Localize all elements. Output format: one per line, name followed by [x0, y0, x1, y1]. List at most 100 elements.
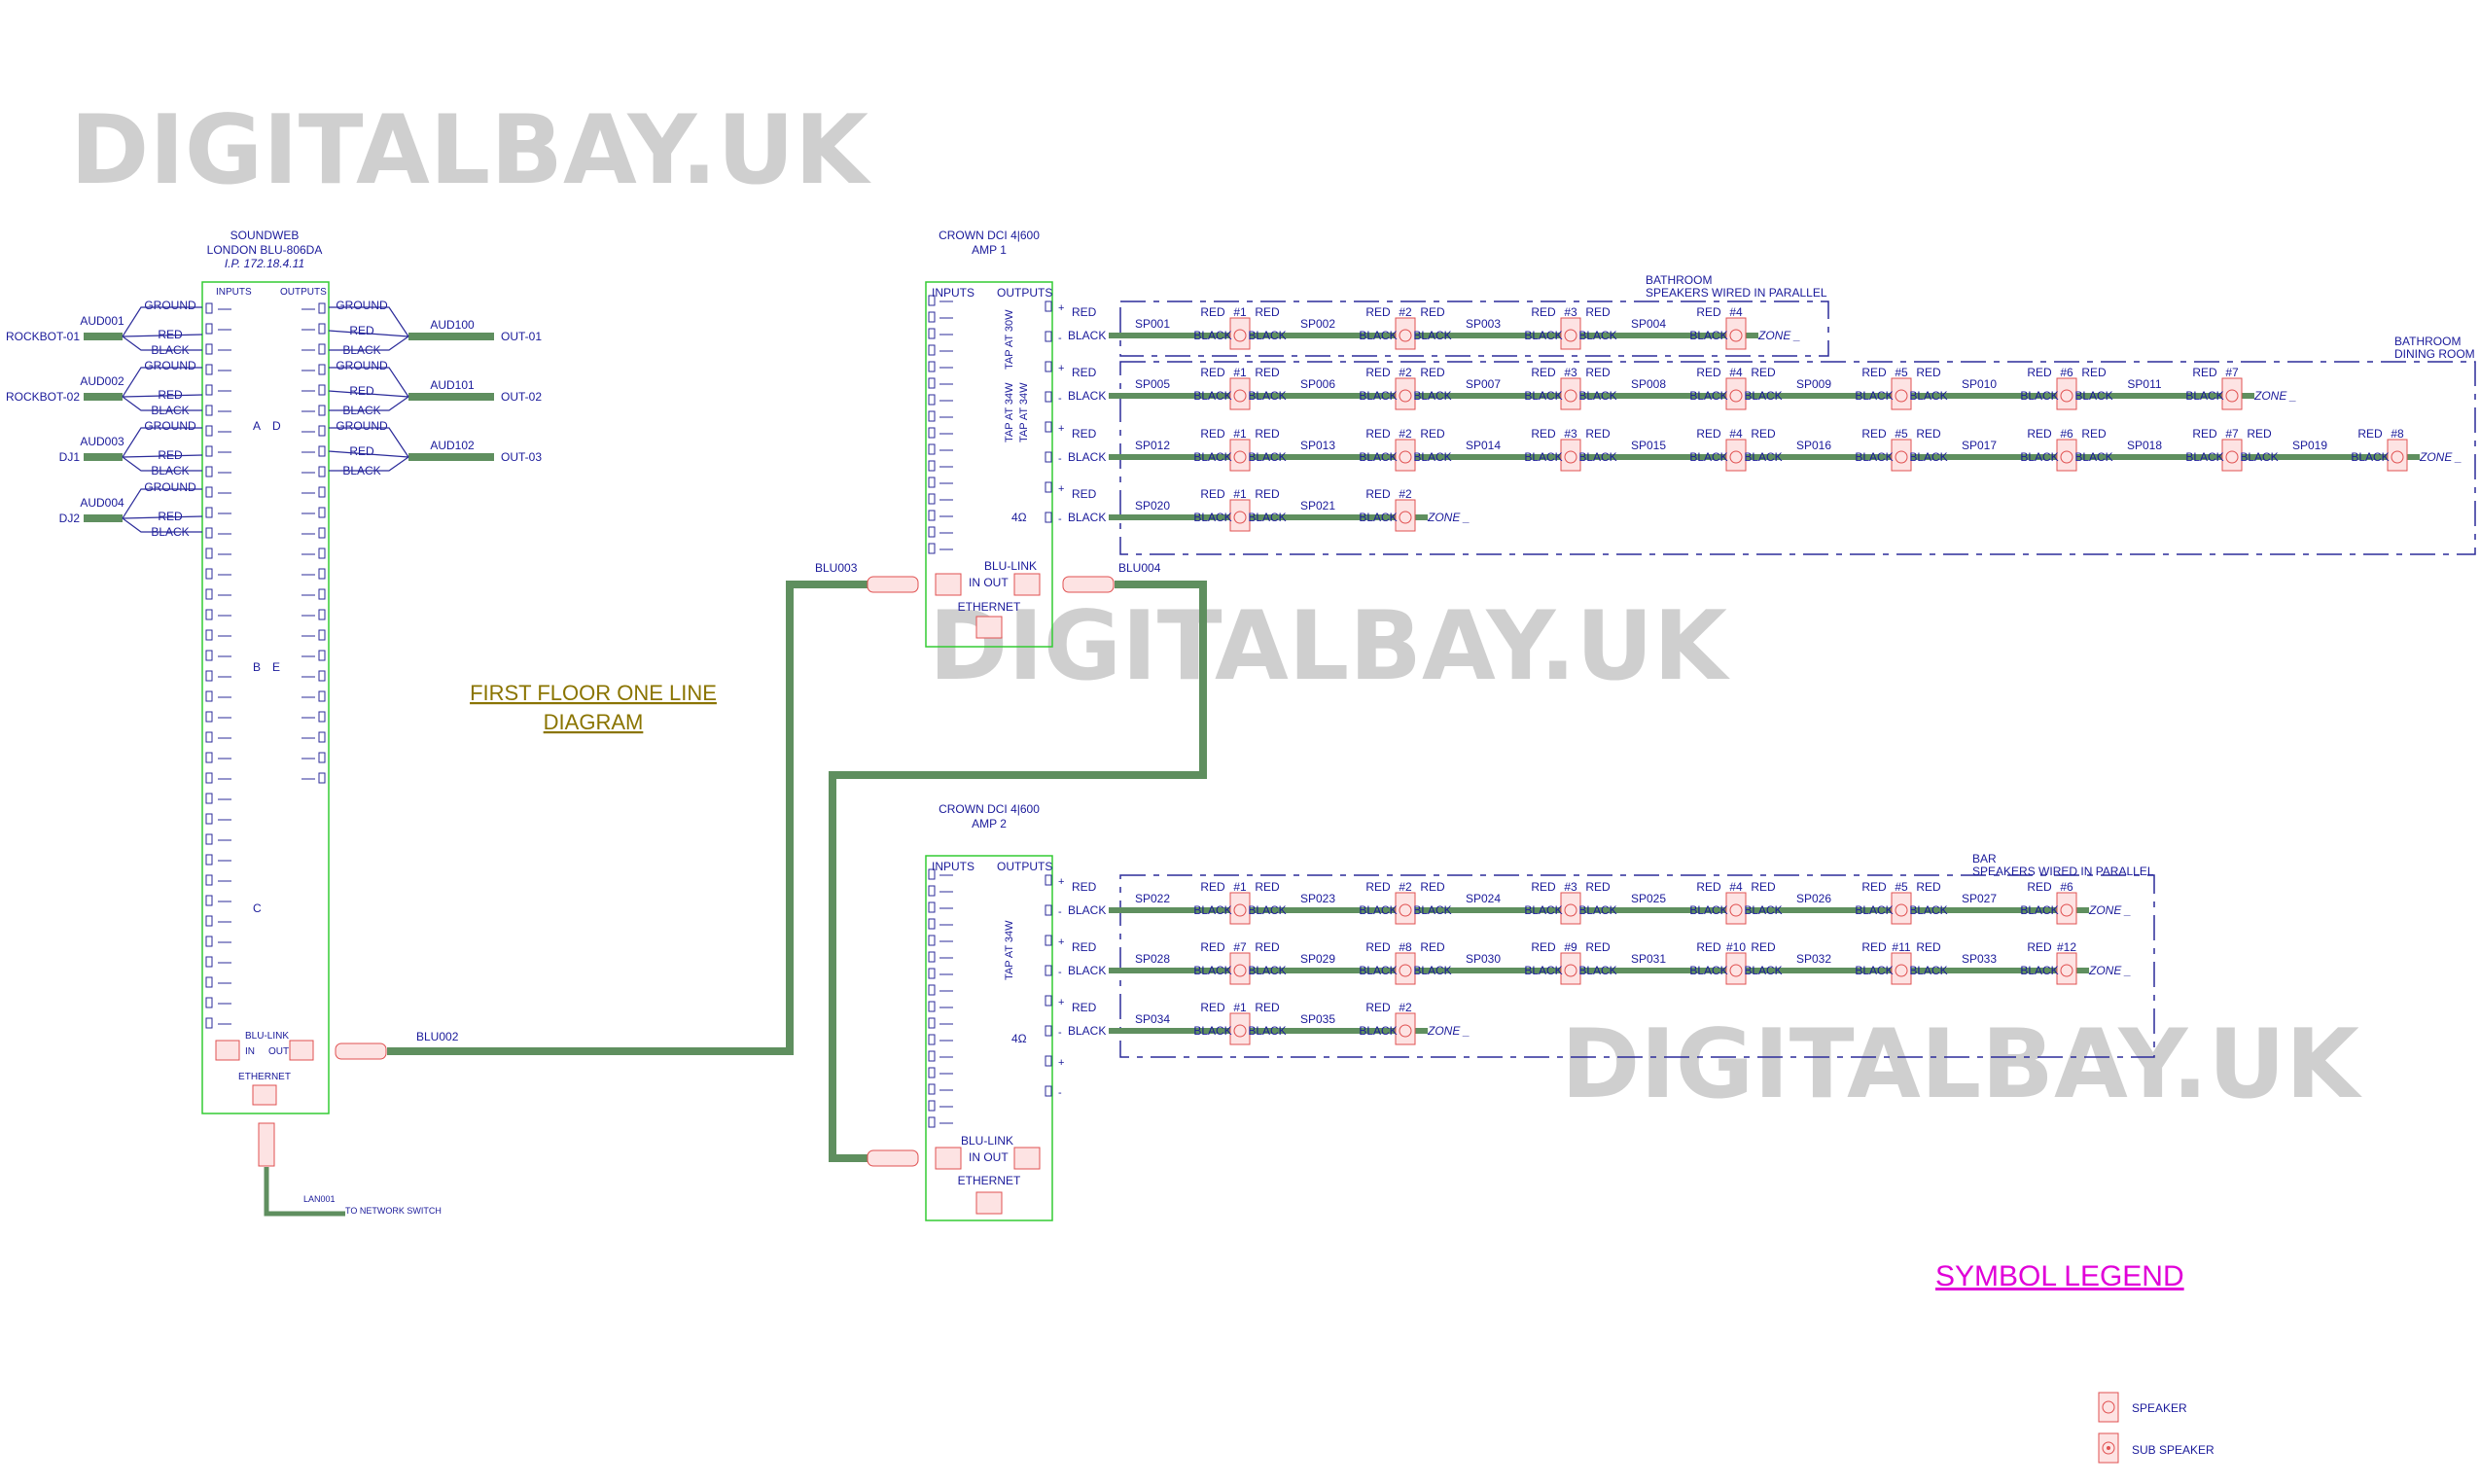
- amp-output-terminal[interactable]: [1045, 965, 1052, 976]
- dsp-input-terminal[interactable]: [205, 425, 213, 437]
- amp-input-terminal[interactable]: [928, 526, 936, 538]
- dsp-input-terminal[interactable]: [205, 302, 213, 314]
- dsp-input-terminal[interactable]: [205, 711, 213, 723]
- amp-output-terminal[interactable]: [1045, 1055, 1052, 1067]
- dsp-input-terminal[interactable]: [205, 752, 213, 763]
- dsp-input-terminal[interactable]: [205, 1017, 213, 1029]
- amp-input-terminal[interactable]: [928, 510, 936, 521]
- amp-output-terminal[interactable]: [1045, 361, 1052, 372]
- dsp-output-terminal[interactable]: [318, 548, 326, 559]
- amp-input-terminal[interactable]: [928, 493, 936, 505]
- dsp-input-terminal[interactable]: [205, 527, 213, 539]
- dsp-input-terminal[interactable]: [205, 364, 213, 375]
- amp2-blulink-in-port[interactable]: [935, 1147, 962, 1170]
- amp-input-terminal[interactable]: [928, 477, 936, 488]
- amp-output-terminal[interactable]: [1045, 421, 1052, 433]
- dsp-input-terminal[interactable]: [205, 650, 213, 661]
- dsp-input-terminal[interactable]: [205, 772, 213, 784]
- dsp-input-terminal[interactable]: [205, 384, 213, 396]
- dsp-output-terminal[interactable]: [318, 568, 326, 580]
- dsp-input-terminal[interactable]: [205, 670, 213, 682]
- dsp-output-terminal[interactable]: [318, 752, 326, 763]
- dsp-output-terminal[interactable]: [318, 302, 326, 314]
- amp1-blulink-out-port[interactable]: [1013, 573, 1041, 596]
- dsp-output-terminal[interactable]: [318, 772, 326, 784]
- amp-input-terminal[interactable]: [928, 885, 936, 897]
- amp-output-terminal[interactable]: [1045, 1085, 1052, 1097]
- dsp-input-terminal[interactable]: [205, 833, 213, 845]
- amp-input-terminal[interactable]: [928, 361, 936, 372]
- dsp-blulink-out-port[interactable]: [289, 1040, 314, 1061]
- amp-input-terminal[interactable]: [928, 394, 936, 406]
- amp-input-terminal[interactable]: [928, 918, 936, 930]
- amp-input-terminal[interactable]: [928, 410, 936, 422]
- amp-input-terminal[interactable]: [928, 1083, 936, 1095]
- amp-output-terminal[interactable]: [1045, 391, 1052, 403]
- dsp-output-terminal[interactable]: [318, 405, 326, 416]
- amp-output-terminal[interactable]: [1045, 481, 1052, 493]
- amp-input-terminal[interactable]: [928, 1116, 936, 1128]
- amp-input-terminal[interactable]: [928, 1017, 936, 1029]
- amp-output-terminal[interactable]: [1045, 1025, 1052, 1037]
- dsp-output-terminal[interactable]: [318, 609, 326, 620]
- amp-input-terminal[interactable]: [928, 443, 936, 455]
- dsp-output-terminal[interactable]: [318, 670, 326, 682]
- amp-output-terminal[interactable]: [1045, 874, 1052, 886]
- dsp-output-terminal[interactable]: [318, 507, 326, 518]
- amp-input-terminal[interactable]: [928, 951, 936, 963]
- amp-input-terminal[interactable]: [928, 460, 936, 472]
- amp-input-terminal[interactable]: [928, 377, 936, 389]
- dsp-input-terminal[interactable]: [205, 690, 213, 702]
- amp-output-terminal[interactable]: [1045, 935, 1052, 946]
- amp-output-terminal[interactable]: [1045, 331, 1052, 342]
- dsp-input-terminal[interactable]: [205, 609, 213, 620]
- amp-input-terminal[interactable]: [928, 344, 936, 356]
- dsp-output-terminal[interactable]: [318, 445, 326, 457]
- dsp-input-terminal[interactable]: [205, 445, 213, 457]
- amp-input-terminal[interactable]: [928, 1100, 936, 1112]
- dsp-output-terminal[interactable]: [318, 425, 326, 437]
- amp2-ethernet-port[interactable]: [975, 1191, 1003, 1215]
- dsp-blulink-in-port[interactable]: [215, 1040, 240, 1061]
- dsp-input-terminal[interactable]: [205, 588, 213, 600]
- dsp-input-terminal[interactable]: [205, 343, 213, 355]
- dsp-output-terminal[interactable]: [318, 384, 326, 396]
- dsp-input-terminal[interactable]: [205, 731, 213, 743]
- dsp-input-terminal[interactable]: [205, 405, 213, 416]
- amp-input-terminal[interactable]: [928, 295, 936, 306]
- amp-input-terminal[interactable]: [928, 311, 936, 323]
- dsp-ethernet-port[interactable]: [252, 1084, 277, 1106]
- amp-input-terminal[interactable]: [928, 1001, 936, 1012]
- amp1-blulink-in-port[interactable]: [935, 573, 962, 596]
- dsp-output-terminal[interactable]: [318, 343, 326, 355]
- amp-input-terminal[interactable]: [928, 328, 936, 339]
- dsp-input-terminal[interactable]: [205, 895, 213, 906]
- amp1-ethernet-port[interactable]: [975, 616, 1003, 639]
- dsp-input-terminal[interactable]: [205, 976, 213, 988]
- dsp-input-terminal[interactable]: [205, 936, 213, 947]
- dsp-input-terminal[interactable]: [205, 793, 213, 804]
- dsp-output-terminal[interactable]: [318, 466, 326, 477]
- dsp-input-terminal[interactable]: [205, 466, 213, 477]
- amp-input-terminal[interactable]: [928, 935, 936, 946]
- amp-input-terminal[interactable]: [928, 901, 936, 913]
- dsp-output-terminal[interactable]: [318, 364, 326, 375]
- dsp-input-terminal[interactable]: [205, 915, 213, 927]
- dsp-input-terminal[interactable]: [205, 548, 213, 559]
- dsp-input-terminal[interactable]: [205, 507, 213, 518]
- dsp-output-terminal[interactable]: [318, 588, 326, 600]
- amp-input-terminal[interactable]: [928, 1034, 936, 1045]
- amp-output-terminal[interactable]: [1045, 512, 1052, 523]
- amp-input-terminal[interactable]: [928, 1067, 936, 1078]
- amp-input-terminal[interactable]: [928, 984, 936, 996]
- dsp-output-terminal[interactable]: [318, 690, 326, 702]
- dsp-output-terminal[interactable]: [318, 527, 326, 539]
- dsp-input-terminal[interactable]: [205, 323, 213, 335]
- amp-output-terminal[interactable]: [1045, 300, 1052, 312]
- dsp-input-terminal[interactable]: [205, 997, 213, 1008]
- amp-output-terminal[interactable]: [1045, 451, 1052, 463]
- dsp-input-terminal[interactable]: [205, 568, 213, 580]
- dsp-input-terminal[interactable]: [205, 629, 213, 641]
- amp-input-terminal[interactable]: [928, 968, 936, 979]
- amp-input-terminal[interactable]: [928, 427, 936, 439]
